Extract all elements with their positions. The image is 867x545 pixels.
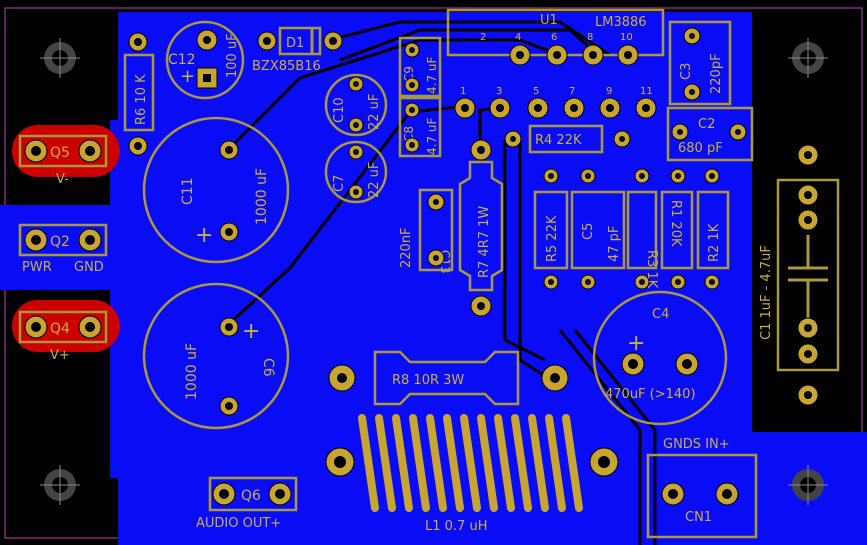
r4-label: R4 22K: [535, 133, 582, 148]
mounting-holes: [40, 38, 828, 505]
c13-value: 220nF: [399, 227, 414, 268]
c10-value: 22 uF: [367, 94, 382, 130]
v-minus-label: V-: [56, 172, 69, 187]
c12-value: 100 uF: [225, 33, 240, 78]
audio-out-label: AUDIO OUT+: [196, 516, 281, 531]
c7-value: 22 uF: [367, 162, 382, 198]
q5-connector: Q5 V-: [18, 134, 108, 187]
u1-pin-11: 11: [640, 86, 653, 97]
c5-value: 47 pF: [607, 226, 622, 262]
u1-pin-5: 5: [533, 86, 539, 97]
q6-label: Q6: [241, 488, 261, 504]
c8-capacitor: C8 4.7 uF: [398, 96, 442, 158]
c13-capacitor: 220nF C13: [399, 188, 454, 274]
l1-inductor: [358, 414, 583, 512]
u1-pin-7: 7: [569, 86, 575, 97]
cn1-label: CN1: [685, 510, 712, 525]
c10-label: C10: [332, 97, 347, 123]
gnd-label: GND: [74, 260, 104, 275]
c12-plus: +: [180, 66, 195, 87]
l1-label: L1 0.7 uH: [425, 519, 487, 534]
d1-diode: D1 BZX85B16: [252, 26, 343, 74]
c3-label: C3: [679, 63, 694, 80]
c4-capacitor: C4 + 470uF (>140): [592, 290, 728, 426]
lm3886-label: LM3886: [595, 15, 647, 30]
c12-label: C12: [168, 52, 196, 68]
c7-label: C7: [332, 175, 347, 192]
c2-capacitor: C2 680 pF: [666, 106, 754, 162]
u1-label: U1: [540, 13, 558, 28]
u1-pin-1: 1: [460, 86, 466, 97]
c6-value: 1000 uF: [184, 343, 200, 400]
u1-pin-8: 8: [587, 32, 593, 43]
r7-resistor: R7 4R7 1W: [458, 139, 504, 317]
c4-value: 470uF (>140): [605, 387, 696, 402]
c12-capacitor: C12 + 100 uF: [165, 20, 245, 100]
r8-resistor: R8 10R 3W: [328, 350, 569, 406]
c7-capacitor: C7 22 uF: [324, 140, 388, 204]
c6-capacitor: 1000 uF C6 +: [142, 282, 290, 430]
r6-label: R6 10 K: [134, 74, 149, 125]
c1-label: C1 1uF - 4.7uF: [759, 245, 774, 340]
u1-pin-10: 10: [620, 32, 633, 43]
d1-label: D1: [286, 36, 304, 51]
c5-capacitor: C5 47 pF: [570, 168, 626, 290]
c11-capacitor: C11 1000 uF +: [142, 116, 290, 264]
c6-plus: +: [242, 319, 260, 344]
r4-resistor: R4 22K: [504, 124, 631, 154]
q5-copper: [12, 125, 120, 177]
gnds-in-label: GNDS IN+: [663, 437, 730, 452]
r2-label: R2 1K: [707, 223, 722, 262]
c4-plus: +: [627, 331, 645, 356]
r1-label: R1 20K: [668, 200, 683, 247]
c1-capacitor: C1 1uF - 4.7uF: [759, 144, 840, 406]
r7-label: R7 4R7 1W: [477, 206, 492, 278]
u1-pin-4: 4: [515, 32, 521, 43]
c5-label: C5: [581, 223, 596, 240]
q5-label: Q5: [50, 145, 70, 161]
q2-connector: Q2 PWR GND: [18, 223, 108, 275]
v-plus-label: V+: [50, 348, 70, 363]
cn1-connector: GNDS IN+ CN1: [646, 437, 758, 539]
q6-connector: Q6 AUDIO OUT+: [196, 476, 298, 531]
u1-pin-6: 6: [551, 32, 557, 43]
r1-resistor: R1 20K: [660, 168, 694, 290]
c9-capacitor: C9 4.7 uF: [398, 36, 442, 98]
u1-pin-3: 3: [496, 86, 502, 97]
u1-pin-9: 9: [606, 86, 612, 97]
u1-pin-2: 2: [480, 32, 486, 43]
c10-capacitor: C10 22 uF: [324, 73, 388, 137]
r5-resistor: R5 22K: [533, 168, 569, 290]
d1-part: BZX85B16: [252, 59, 321, 74]
r6-resistor: R6 10 K: [123, 32, 155, 156]
u1-lm3886: U1 LM3886 2 4 6 8 10 1 3 5 7 9 11: [446, 8, 665, 119]
q4-connector: Q4 V+: [18, 310, 108, 363]
c4-label: C4: [652, 307, 669, 322]
pwr-label: PWR: [22, 260, 52, 275]
r2-resistor: R2 1K: [696, 168, 730, 290]
c2-value: 680 pF: [678, 141, 723, 156]
c8-value: 4.7 uF: [425, 117, 439, 155]
c6-label: C6: [260, 358, 276, 377]
r5-label: R5 22K: [545, 215, 560, 262]
c2-label: C2: [698, 117, 715, 132]
r8-label: R8 10R 3W: [392, 373, 464, 388]
l1-pads: [325, 447, 619, 477]
c3-value: 220pF: [709, 53, 724, 94]
c11-label: C11: [180, 177, 196, 205]
r3-resistor: R3 1K: [626, 168, 659, 290]
q2-label: Q2: [50, 234, 70, 250]
c9-value: 4.7 uF: [425, 56, 439, 94]
q4-label: Q4: [50, 321, 70, 337]
c11-value: 1000 uF: [254, 168, 270, 225]
c3-capacitor: C3 220pF: [668, 20, 732, 106]
c11-plus: +: [195, 223, 213, 248]
